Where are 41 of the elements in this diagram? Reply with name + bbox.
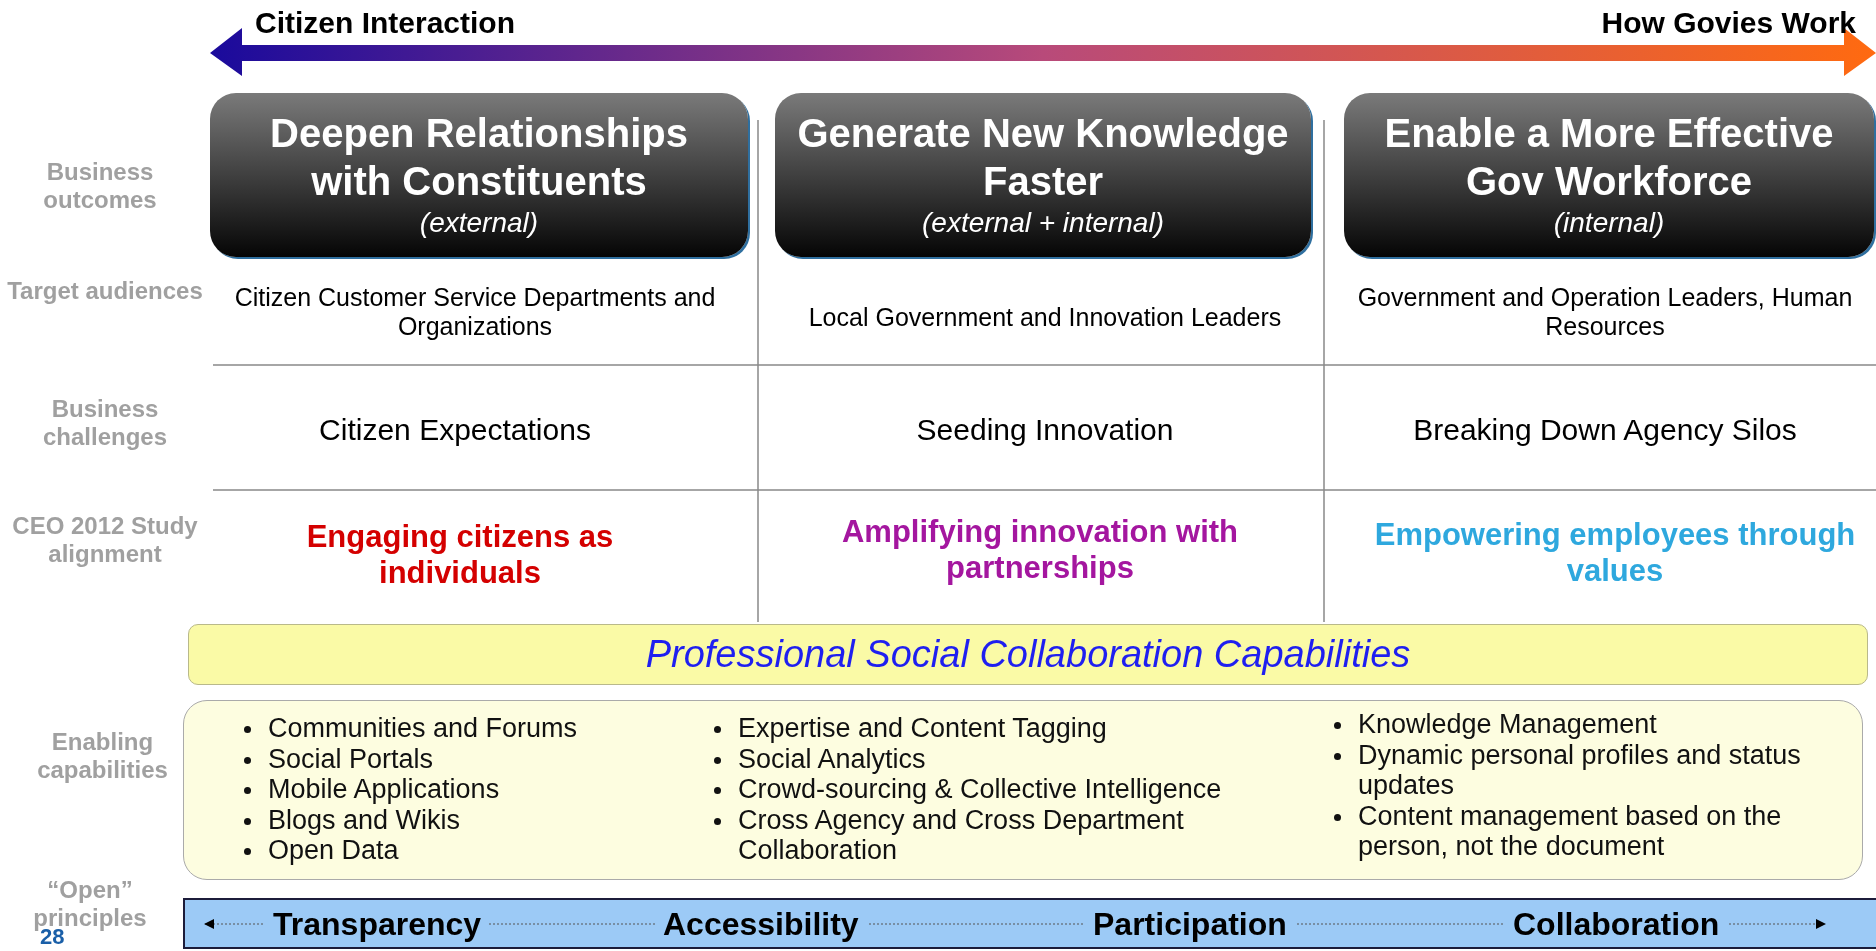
bullet-item: Expertise and Content Tagging [738,713,1107,743]
principles-band [183,898,1876,949]
header-subtitle: (external) [419,205,539,240]
row-header: Enabling capabilities [36,728,169,784]
bullet-item: Communities and Forums [268,713,578,743]
header-title: Generate New Knowledge Faster [797,109,1289,205]
outcome-header-box [210,93,748,257]
outcome-header-box [1344,93,1874,257]
header-subtitle: (external + internal) [922,205,1164,240]
outcome-header-box [775,93,1311,257]
table-cell-text: Government and Operation Leaders, Human Resources [1356,283,1854,341]
bullet-item: Knowledge Management [1358,709,1657,739]
table-cell-text: Seeding Innovation [916,413,1174,447]
bullet-item: Dynamic personal profiles and status updates [1358,739,1801,800]
bullet-item: Open Data [268,835,399,865]
bullet-item: Social Analytics [738,743,926,774]
bullet-item: Cross Agency and Cross Department Collaboration [738,804,1184,865]
table-cell-text: Local Government and Innovation Leaders [808,302,1282,332]
header-title: Deepen Relationships with Constituents [269,109,689,205]
header-subtitle: (internal) [1553,205,1665,240]
row-header: CEO 2012 Study alignment [11,512,199,568]
banner-title: Professional Social Collaboration Capabilities [645,633,1411,676]
bullet-item: Crowd-sourcing & Collective Intelligence [738,774,1222,804]
arrow-end-label: Citizen Interaction [255,6,516,40]
bullet-item: Mobile Applications [268,774,500,804]
capabilities-panel [183,700,1863,880]
bullet-item: Content management based on the person, not the document [1358,800,1782,861]
table-cell-text: Citizen Customer Service Departments and Organizations [233,283,717,341]
table-cell-text: Empowering employees through values [1373,517,1857,589]
table-cell-text: Engaging citizens as individuals [305,519,615,591]
header-title: Enable a More Effective Gov Workforce [1383,109,1835,205]
table-cell-text: Citizen Expectations [319,413,591,447]
arrow-end-label: How Govies Work [1601,6,1856,40]
row-header: Target audiences [6,277,204,305]
table-cell-text: Breaking Down Agency Silos [1413,413,1797,447]
bullet-item: Blogs and Wikis [268,804,461,835]
capabilities-banner [188,624,1868,685]
row-header: Business outcomes [42,158,158,214]
bullet-item: Social Portals [268,743,434,774]
row-header: Business challenges [41,395,169,451]
table-cell-text: Amplifying innovation with partnerships [840,514,1240,586]
